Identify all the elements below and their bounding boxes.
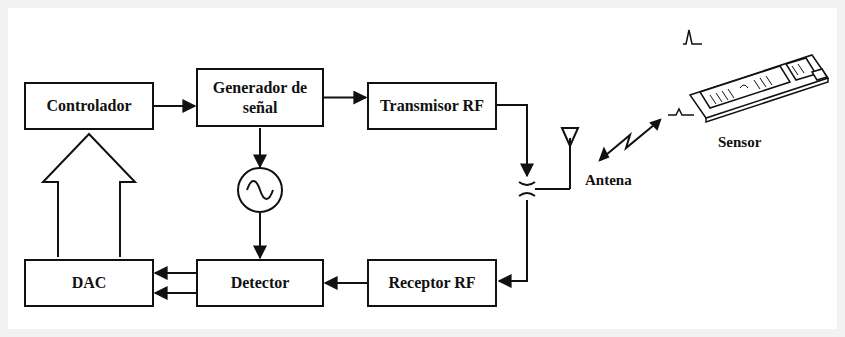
block-arrow — [43, 134, 135, 257]
dac-box: DAC — [24, 259, 154, 307]
oscillator-symbol — [238, 128, 282, 258]
box-label: Transmisor RF — [374, 96, 490, 116]
signal-generator-box: Generador de señal — [196, 68, 324, 127]
wireless-link — [600, 120, 660, 160]
rf-transmitter-box: Transmisor RF — [367, 82, 497, 130]
rf-wiring — [497, 105, 578, 281]
box-label: Receptor RF — [382, 273, 481, 293]
sensor-illustration — [668, 30, 828, 122]
detector-box: Detector — [196, 259, 324, 307]
signal-arrow — [155, 292, 196, 294]
box-label: Controlador — [40, 96, 137, 116]
box-label: DAC — [66, 273, 113, 293]
signal-arrow — [155, 272, 196, 274]
sensor-label: Sensor — [718, 134, 761, 151]
signal-arrow — [324, 97, 366, 99]
signal-arrow — [325, 282, 367, 284]
box-label: Generador de señal — [198, 78, 322, 118]
box-label: Detector — [225, 273, 296, 293]
controller-box: Controlador — [24, 82, 154, 130]
rf-receiver-box: Receptor RF — [367, 259, 497, 307]
antenna-label: Antena — [585, 172, 632, 189]
signal-arrow — [154, 105, 195, 107]
